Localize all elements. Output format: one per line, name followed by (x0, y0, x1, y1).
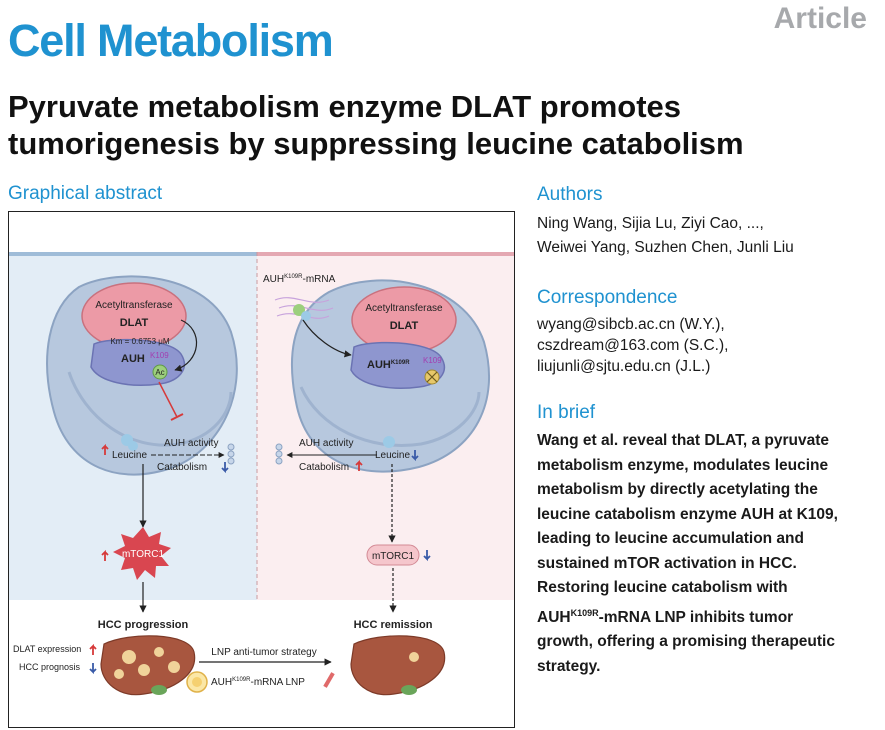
authors-line-2: Weiwei Yang, Suzhen Chen, Junli Liu (537, 239, 794, 256)
graphical-abstract-figure: Acetyltransferase DLAT Km = 0.6753 μM AU… (8, 211, 515, 728)
right-mrna-label: AUHK109R-mRNA (263, 274, 336, 285)
left-dlat-label: DLAT (120, 317, 149, 329)
left-catabolism-label: Catabolism (157, 462, 207, 473)
email-link[interactable]: cszdream@163.com (S.C.), (537, 337, 729, 354)
in-brief-text: Wang et al. reveal that DLAT, a pyruvate… (537, 432, 838, 675)
left-mtorc1-label: mTORC1 (122, 549, 164, 560)
authors-section: Authors Ning Wang, Sijia Lu, Ziyi Cao, .… (537, 183, 877, 260)
left-auh-activity-label: AUH activity (164, 438, 218, 449)
email-link[interactable]: liujunli@sjtu.edu.cn (J.L.) (537, 358, 711, 375)
left-enzyme-label: Acetyltransferase (95, 300, 173, 311)
dlat-expression-indicator: DLAT expression HCC prognosis (13, 643, 97, 675)
lnp-particle-icon (186, 671, 208, 693)
right-site-label: K109 (423, 356, 442, 365)
left-mtorc1: mTORC1 (101, 527, 171, 580)
correspondence-section: Correspondence wyang@sibcb.ac.cn (W.Y.),… (537, 286, 877, 377)
right-dlat-label: DLAT (390, 320, 419, 332)
in-brief-heading: In brief (537, 402, 596, 423)
authors-line-1: Ning Wang, Sijia Lu, Ziyi Cao, ..., (537, 215, 764, 232)
left-dlat-enzyme: Acetyltransferase DLAT (81, 282, 187, 350)
lnp-strategy-label: LNP anti-tumor strategy (211, 647, 316, 658)
left-leucine-label: Leucine (112, 450, 147, 461)
right-auh-mutant-enzyme: AUHK109R K109 (350, 341, 446, 389)
left-auh-enzyme: Km = 0.6753 μM AUH K109 Ac (90, 337, 186, 386)
lnp-label: AUHK109R-mRNA LNP (211, 677, 305, 688)
authors-heading: Authors (537, 184, 603, 205)
right-leucine-label: Leucine (375, 450, 410, 461)
right-auh-activity-label: AUH activity (299, 438, 353, 449)
healthy-liver-icon (350, 635, 446, 696)
right-mtorc1: mTORC1 (366, 544, 431, 566)
left-leucine-pathway: Leucine AUH activity Catabolism (101, 434, 235, 474)
left-ac-label: Ac (155, 368, 164, 377)
hcc-prognosis-label: HCC prognosis (19, 662, 81, 672)
dlat-expression-label: DLAT expression (13, 644, 81, 654)
in-brief-section: In brief Wang et al. reveal that DLAT, a… (537, 401, 877, 679)
graphical-abstract-heading: Graphical abstract (8, 183, 163, 204)
hcc-remission-label: HCC remission (354, 619, 433, 631)
email-link[interactable]: wyang@sibcb.ac.cn (W.Y.), (537, 316, 725, 333)
left-site-label: K109 (150, 351, 169, 360)
article-type-label: Article (773, 2, 867, 35)
journal-name: Cell Metabolism (8, 15, 334, 66)
right-mtorc1-label: mTORC1 (372, 551, 414, 562)
mrna-strands-icon (274, 297, 334, 321)
correspondence-heading: Correspondence (537, 287, 678, 308)
right-enzyme-label: Acetyltransferase (365, 303, 443, 314)
diseased-liver-icon (100, 635, 196, 696)
right-catabolism-label: Catabolism (299, 462, 349, 473)
right-auh-label: AUHK109R (367, 359, 410, 371)
syringe-icon (323, 672, 335, 688)
article-title: Pyruvate metabolism enzyme DLAT promotes… (8, 89, 744, 161)
right-leucine-pathway: AUH activity Catabolism Leucine (275, 436, 419, 473)
hcc-progression-label: HCC progression (98, 619, 189, 631)
left-auh-label: AUH (121, 353, 145, 365)
left-km-label: Km = 0.6753 μM (110, 337, 169, 346)
